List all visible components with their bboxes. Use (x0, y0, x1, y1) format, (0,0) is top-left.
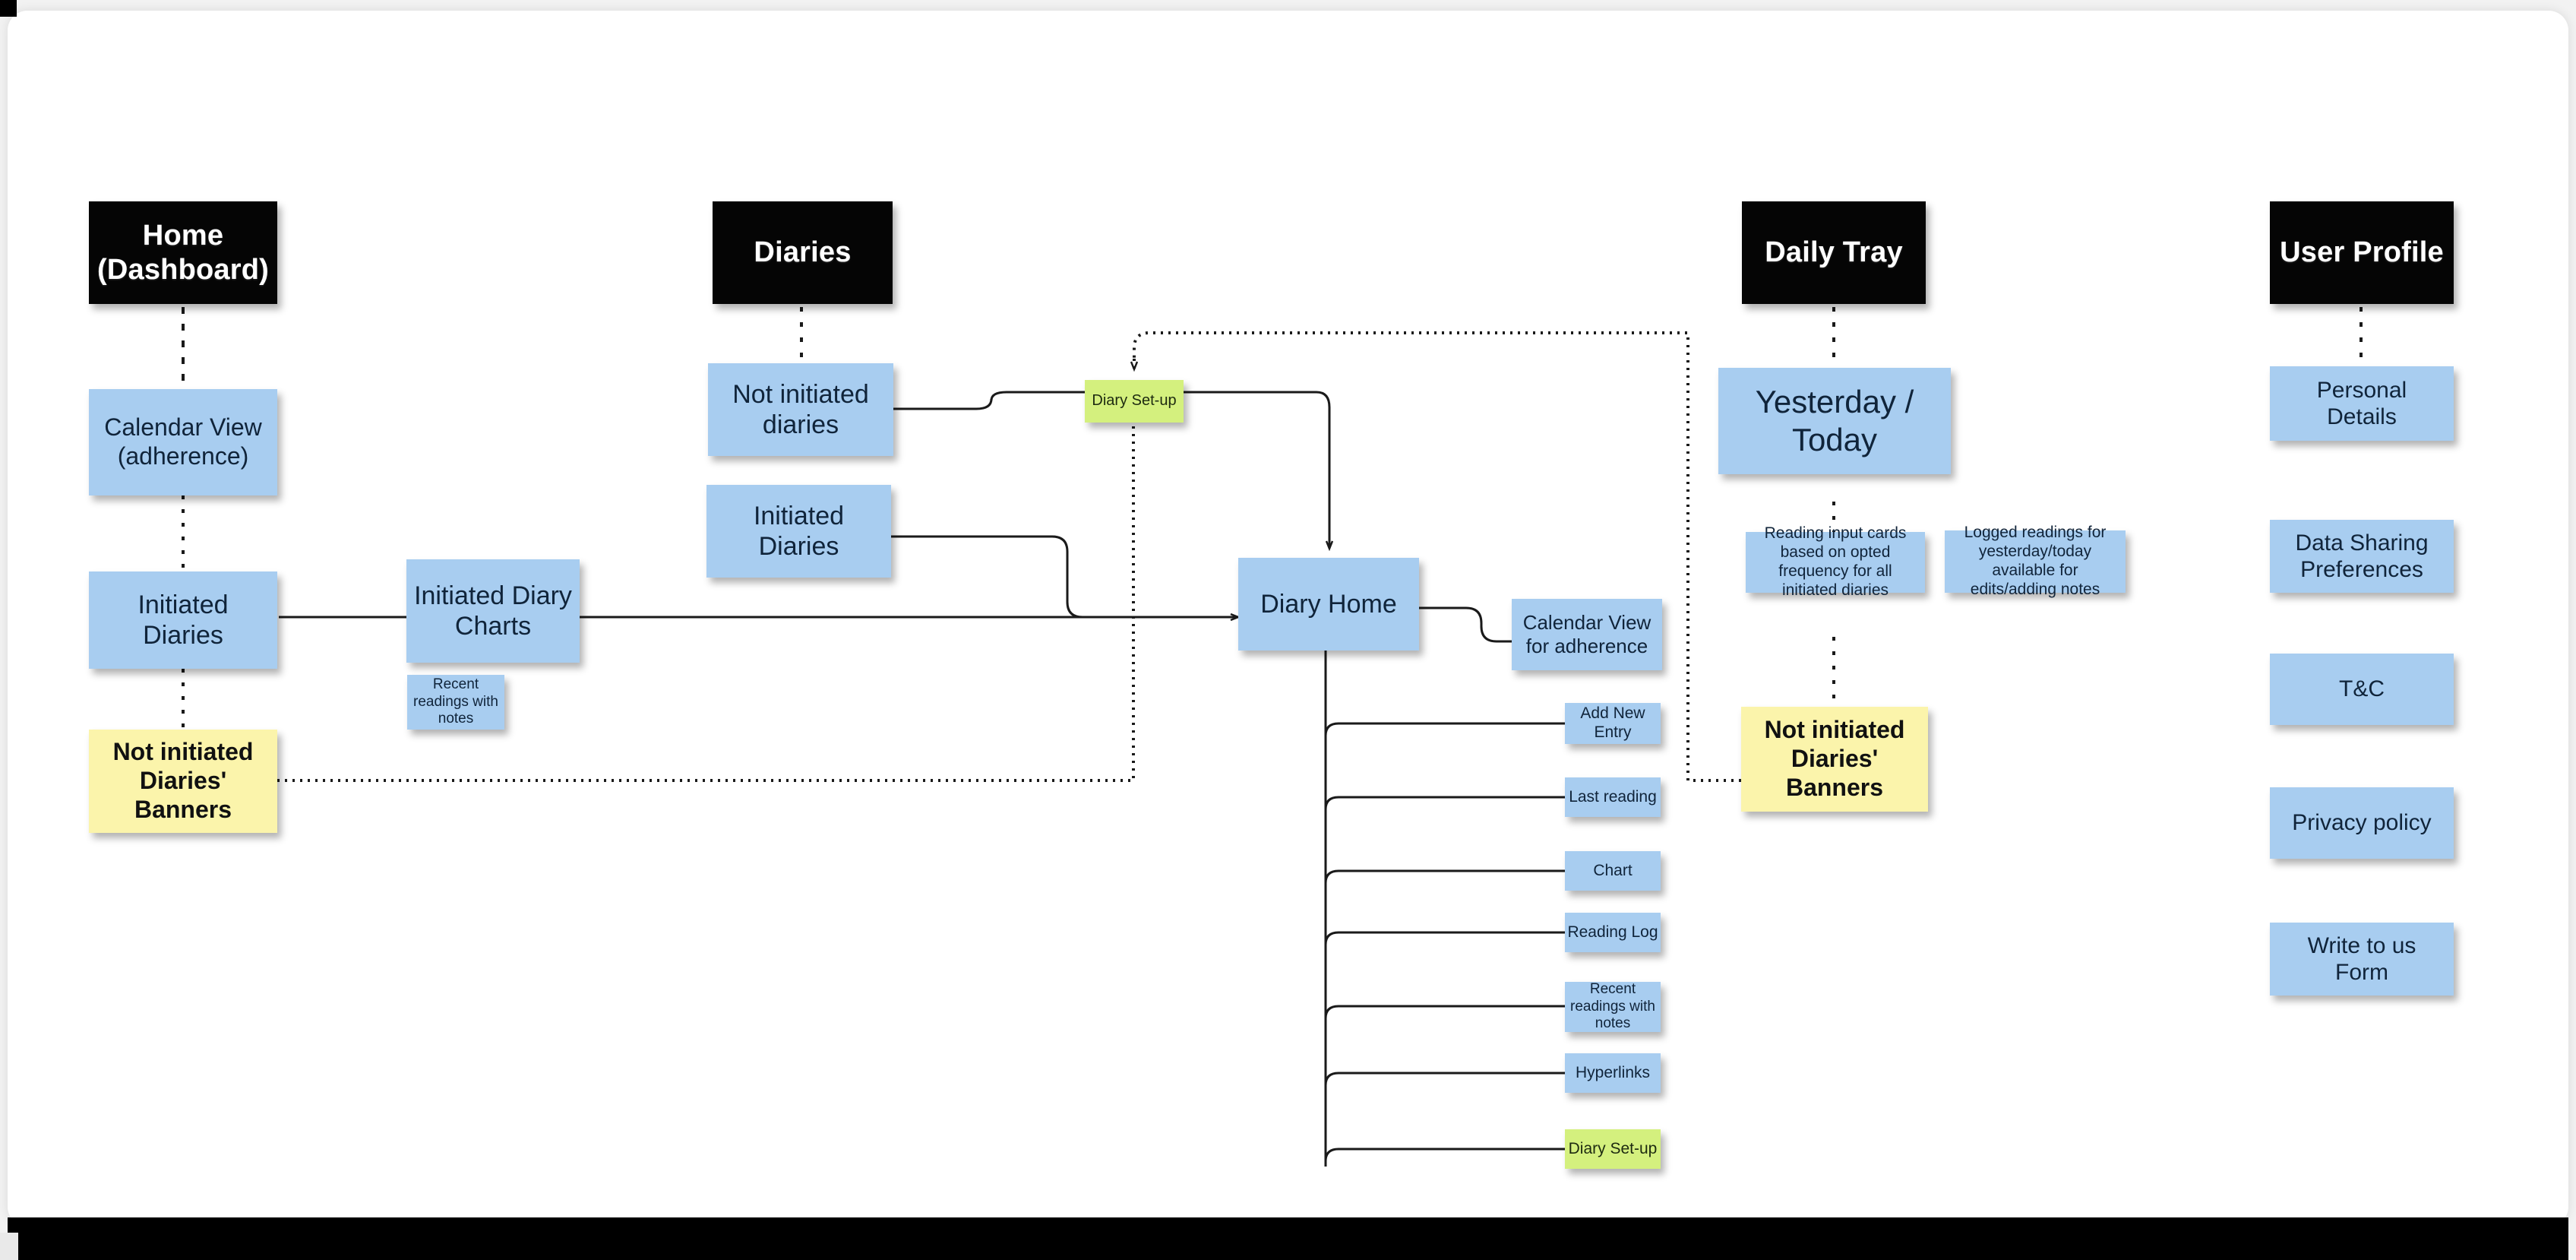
node-diary-setup-top[interactable]: Diary Set-up (1085, 380, 1184, 423)
node-logged-readings-line3: available for (1992, 562, 2078, 579)
node-profile-personal-details-line1: Personal (2316, 377, 2407, 403)
node-yesterday-today-line1: Yesterday / (1755, 384, 1914, 420)
node-initiated-diary-charts-line2: Charts (454, 612, 532, 641)
node-diaries-initiated-diaries-line1: Initiated (753, 501, 845, 530)
node-diary-sub-add-new-entry-line2: Entry (1594, 723, 1632, 741)
node-diary-home-label: Diary Home (1260, 589, 1397, 619)
node-home-initiated-diaries-line1: Initiated (137, 590, 229, 619)
node-initiated-diary-charts[interactable]: Initiated Diary Charts (406, 559, 580, 663)
node-diary-sub-add-new-entry-line1: Add New (1580, 704, 1645, 723)
node-yesterday-today[interactable]: Yesterday / Today (1718, 368, 1951, 474)
column-header-daily-tray[interactable]: Daily Tray (1742, 201, 1926, 304)
node-diary-sub-recent-readings-line2: readings with (1570, 998, 1655, 1015)
node-home-recent-readings-with-notes[interactable]: Recent readings with notes (407, 675, 504, 730)
node-daily-tray-not-initiated-banners-line1: Not initiated (1764, 716, 1905, 744)
node-home-initiated-diaries-line2: Diaries (143, 621, 223, 650)
corner-marker-bottom-left (0, 1233, 18, 1260)
node-profile-terms-and-conditions[interactable]: T&C (2270, 654, 2454, 725)
node-reading-input-cards[interactable]: Reading input cards based on opted frequ… (1746, 524, 1925, 599)
node-home-not-initiated-banners-line3: Banners (134, 795, 232, 823)
node-profile-data-sharing-line1: Data Sharing (2295, 530, 2429, 556)
node-home-recent-readings-line2: readings with (413, 693, 498, 710)
node-calendar-view-for-adherence-line2: for adherence (1525, 635, 1648, 657)
node-daily-tray-not-initiated-banners-line2: Diaries' (1791, 745, 1879, 773)
node-home-recent-readings-line1: Recent (432, 676, 479, 693)
node-profile-write-to-us-line2: Form (2335, 960, 2388, 985)
node-diary-sub-chart[interactable]: Chart (1565, 851, 1661, 891)
node-diary-sub-add-new-entry[interactable]: Add New Entry (1565, 703, 1661, 744)
node-diary-sub-reading-log[interactable]: Reading Log (1565, 913, 1661, 952)
node-diary-sub-reading-log-label: Reading Log (1567, 923, 1658, 941)
node-diary-sub-hyperlinks-label: Hyperlinks (1575, 1063, 1651, 1081)
corner-marker-top-left (0, 0, 17, 17)
node-home-recent-readings-line3: notes (438, 711, 474, 727)
node-profile-write-to-us-form[interactable]: Write to us Form (2270, 923, 2454, 996)
node-logged-readings-line2: yesterday/today (1978, 543, 2092, 561)
column-header-user-profile-label: User Profile (2280, 236, 2444, 269)
column-header-diaries-label: Diaries (754, 236, 852, 269)
node-diary-sub-recent-readings-line1: Recent (1589, 981, 1636, 998)
node-yesterday-today-line2: Today (1791, 422, 1878, 457)
node-calendar-view-for-adherence-line1: Calendar View (1522, 611, 1651, 635)
node-logged-readings-line1: Logged readings for (1964, 524, 2107, 542)
node-diaries-initiated-diaries[interactable]: Initiated Diaries (706, 485, 891, 578)
node-profile-privacy-policy-label: Privacy policy (2292, 810, 2432, 836)
node-diary-sub-diary-setup-label: Diary Set-up (1568, 1139, 1658, 1157)
node-profile-write-to-us-line1: Write to us (2307, 932, 2416, 958)
node-calendar-view-adherence[interactable]: Calendar View (adherence) (89, 389, 277, 495)
node-diary-sub-diary-setup[interactable]: Diary Set-up (1565, 1129, 1661, 1169)
node-reading-input-cards-line2: based on opted (1780, 543, 1891, 562)
node-diary-sub-chart-label: Chart (1593, 861, 1633, 879)
node-diary-sub-hyperlinks[interactable]: Hyperlinks (1565, 1053, 1661, 1093)
node-not-initiated-diaries-line1: Not initiated (732, 379, 869, 409)
node-diary-sub-last-reading[interactable]: Last reading (1565, 777, 1661, 817)
node-logged-readings-line4: edits/adding notes (1970, 580, 2100, 598)
node-calendar-view-adherence-line1: Calendar View (104, 413, 262, 442)
node-calendar-view-for-adherence[interactable]: Calendar View for adherence (1512, 599, 1662, 670)
node-not-initiated-diaries-line2: diaries (762, 410, 839, 439)
node-profile-tc-label: T&C (2339, 676, 2385, 702)
column-header-home-line1: Home (142, 219, 224, 252)
bottom-black-bar (8, 1217, 2568, 1260)
node-profile-data-sharing-line2: Preferences (2300, 557, 2423, 582)
node-reading-input-cards-line1: Reading input cards (1764, 524, 1907, 543)
node-diary-sub-recent-readings-line3: notes (1595, 1015, 1631, 1032)
node-diary-home[interactable]: Diary Home (1238, 558, 1419, 651)
node-profile-personal-details[interactable]: Personal Details (2270, 366, 2454, 441)
column-header-home[interactable]: Home (Dashboard) (89, 201, 277, 304)
column-header-user-profile[interactable]: User Profile (2270, 201, 2454, 304)
node-diaries-initiated-diaries-line2: Diaries (758, 532, 839, 561)
node-home-not-initiated-banners-line2: Diaries' (139, 767, 227, 795)
node-diary-sub-last-reading-label: Last reading (1569, 787, 1657, 806)
node-logged-readings[interactable]: Logged readings for yesterday/today avai… (1945, 524, 2126, 598)
node-calendar-view-adherence-line2: (adherence) (117, 442, 249, 470)
column-header-diaries[interactable]: Diaries (713, 201, 893, 304)
node-initiated-diary-charts-line1: Initiated Diary (414, 581, 572, 610)
node-profile-privacy-policy[interactable]: Privacy policy (2270, 787, 2454, 859)
node-not-initiated-diaries[interactable]: Not initiated diaries (708, 363, 893, 456)
node-diary-setup-top-label: Diary Set-up (1092, 392, 1177, 410)
node-reading-input-cards-line3: frequency for all (1778, 562, 1892, 580)
node-daily-tray-not-initiated-banners[interactable]: Not initiated Diaries' Banners (1741, 707, 1928, 812)
node-daily-tray-not-initiated-banners-line3: Banners (1785, 773, 1884, 801)
node-home-initiated-diaries[interactable]: Initiated Diaries (89, 571, 277, 669)
node-diary-sub-recent-readings-with-notes[interactable]: Recent readings with notes (1565, 981, 1661, 1032)
node-profile-personal-details-line2: Details (2327, 404, 2397, 429)
node-home-not-initiated-banners[interactable]: Not initiated Diaries' Banners (89, 730, 277, 833)
column-header-daily-tray-label: Daily Tray (1765, 236, 1903, 269)
node-reading-input-cards-line4: initiated diaries (1781, 581, 1889, 599)
node-home-not-initiated-banners-line1: Not initiated (112, 738, 254, 766)
column-header-home-line2: (Dashboard) (97, 253, 269, 286)
node-profile-data-sharing-preferences[interactable]: Data Sharing Preferences (2270, 520, 2454, 593)
